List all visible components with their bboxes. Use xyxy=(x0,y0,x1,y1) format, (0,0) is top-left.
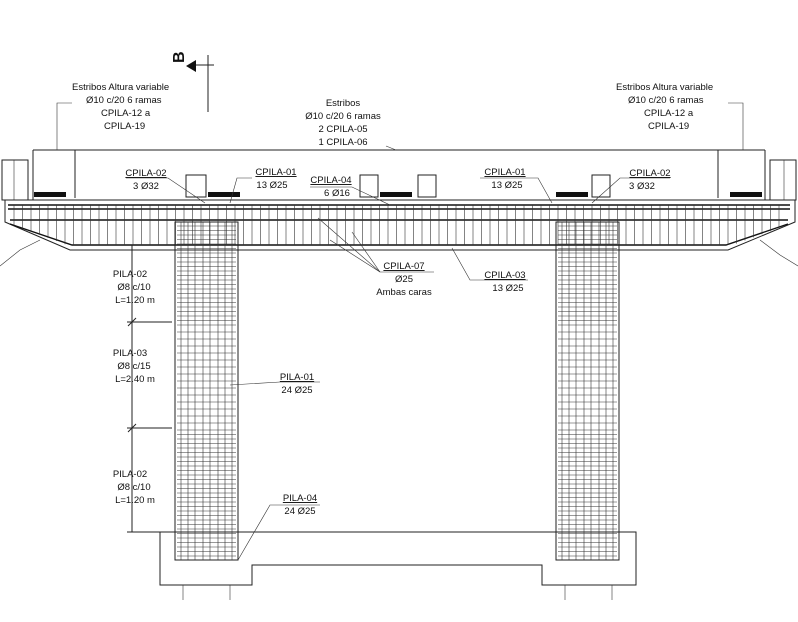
label-line: PILA-01 xyxy=(280,372,314,383)
label-estribos-right: Estribos Altura variable Ø10 c/20 6 rama… xyxy=(616,82,713,132)
label-pila03: PILA-03 Ø8 c/15 L=2.40 m xyxy=(113,348,155,385)
label-pila02-top: PILA-02 Ø8 c/10 L=1.20 m xyxy=(113,269,155,306)
label-cpila03: CPILA-03 13 Ø25 xyxy=(484,270,525,294)
label-line: CPILA-02 xyxy=(629,168,670,179)
label-line: 3 Ø32 xyxy=(629,181,655,192)
label-cpila02-left: CPILA-02 3 Ø32 xyxy=(125,168,166,192)
label-line: Estribos xyxy=(326,98,361,109)
label-cpila02-right: CPILA-02 3 Ø32 xyxy=(629,168,671,192)
label-line: PILA-04 xyxy=(283,493,317,504)
cap-beam xyxy=(4,199,796,251)
label-line: 13 Ø25 xyxy=(491,180,522,191)
label-line: PILA-02 xyxy=(113,269,147,280)
label-line: 2 CPILA-05 xyxy=(318,124,367,135)
label-line: CPILA-02 xyxy=(125,168,166,179)
label-line: Estribos Altura variable xyxy=(72,82,169,93)
label-line: CPILA-04 xyxy=(310,175,351,186)
label-line: Ø25 xyxy=(395,274,413,285)
label-line: 13 Ø25 xyxy=(492,283,523,294)
label-line: CPILA-03 xyxy=(484,270,525,281)
label-line: 24 Ø25 xyxy=(281,385,312,396)
section-mark-letter: B xyxy=(171,51,188,63)
label-cpila04: CPILA-04 6 Ø16 xyxy=(310,175,351,199)
label-line: L=1.20 m xyxy=(115,495,155,506)
label-line: Ambas caras xyxy=(376,287,432,298)
label-line: CPILA-12 a xyxy=(101,108,151,119)
label-line: CPILA-01 xyxy=(255,167,296,178)
footing xyxy=(159,531,637,600)
label-line: Ø8 c/15 xyxy=(117,361,150,372)
label-line: Ø10 c/20 6 ramas xyxy=(86,95,162,106)
column-right xyxy=(555,221,620,561)
section-mark-b: B xyxy=(171,51,214,112)
label-line: CPILA-07 xyxy=(383,261,424,272)
label-line: CPILA-19 xyxy=(104,121,145,132)
label-pila04: PILA-04 24 Ø25 xyxy=(283,493,317,517)
label-line: 3 Ø32 xyxy=(133,181,159,192)
label-line: CPILA-12 a xyxy=(644,108,694,119)
label-cpila01-right: CPILA-01 13 Ø25 xyxy=(484,167,525,191)
label-line: Estribos Altura variable xyxy=(616,82,713,93)
label-cpila07: CPILA-07 Ø25 Ambas caras xyxy=(376,261,432,298)
label-line: Ø8 c/10 xyxy=(117,282,150,293)
label-line: L=2.40 m xyxy=(115,374,155,385)
label-estribos-center: Estribos Ø10 c/20 6 ramas 2 CPILA-05 1 C… xyxy=(305,98,381,148)
label-line: 13 Ø25 xyxy=(256,180,287,191)
label-pila01: PILA-01 24 Ø25 xyxy=(280,372,314,396)
label-line: CPILA-01 xyxy=(484,167,525,178)
leader-lines xyxy=(0,102,798,561)
label-pila02-bottom: PILA-02 Ø8 c/10 L=1.20 m xyxy=(113,469,155,506)
stirrup-zone xyxy=(1,149,797,201)
label-line: Ø10 c/20 6 ramas xyxy=(305,111,381,122)
column-left xyxy=(174,221,239,561)
label-line: Ø8 c/10 xyxy=(117,482,150,493)
label-line: L=1.20 m xyxy=(115,295,155,306)
pila-dimension-line xyxy=(127,245,172,533)
label-line: 1 CPILA-06 xyxy=(318,137,367,148)
label-line: PILA-02 xyxy=(113,469,147,480)
label-line: Ø10 c/20 6 ramas xyxy=(628,95,704,106)
label-cpila01-left: CPILA-01 13 Ø25 xyxy=(255,167,296,191)
label-line: PILA-03 xyxy=(113,348,147,359)
label-estribos-left: Estribos Altura variable Ø10 c/20 6 rama… xyxy=(72,82,169,132)
label-line: 6 Ø16 xyxy=(324,188,350,199)
label-line: CPILA-19 xyxy=(648,121,689,132)
label-line: 24 Ø25 xyxy=(284,506,315,517)
